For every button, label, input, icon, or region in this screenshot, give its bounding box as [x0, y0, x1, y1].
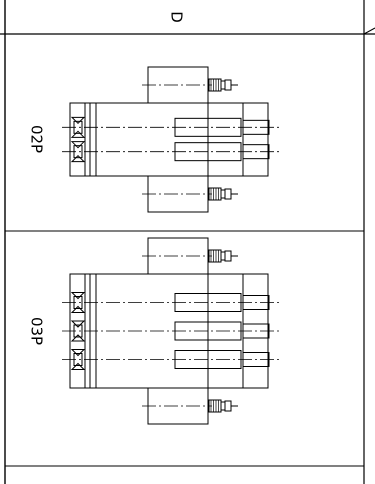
- latch-head: [224, 250, 232, 262]
- column-label: D: [168, 11, 186, 23]
- pin-window-wedge: [70, 349, 86, 357]
- latch-stem: [220, 80, 226, 90]
- pin-window-wedge: [70, 334, 86, 342]
- latch-top: [208, 249, 238, 263]
- rear-block: [69, 102, 97, 177]
- latch-head: [224, 79, 232, 91]
- pin-window-wedge: [70, 141, 86, 149]
- connector-drawing-03p: [62, 237, 280, 425]
- latch-stem: [220, 401, 226, 411]
- pin-window-wedge: [70, 154, 86, 163]
- pin-window: [70, 141, 86, 163]
- pin-window-wedge: [70, 116, 86, 125]
- latch-bottom: [208, 399, 238, 413]
- latch-stem: [220, 251, 226, 261]
- pin-window-wedge: [70, 305, 86, 313]
- pin-window-wedge: [70, 130, 86, 138]
- latch-stem: [220, 189, 226, 199]
- row-label-03p: 03P: [28, 317, 46, 345]
- latch-head: [224, 400, 232, 412]
- front-section: [207, 102, 269, 177]
- pin-window-wedge: [70, 362, 86, 370]
- latch-top: [208, 78, 238, 92]
- housing-body: [95, 102, 209, 177]
- pin-window: [70, 349, 86, 370]
- latch-head: [224, 188, 232, 200]
- row-label-02p: 02P: [28, 125, 46, 153]
- latch-bottom: [208, 187, 238, 201]
- pin-window-wedge: [70, 292, 86, 300]
- connector-drawing-02p: [62, 66, 280, 213]
- pin-window-wedge: [70, 320, 86, 328]
